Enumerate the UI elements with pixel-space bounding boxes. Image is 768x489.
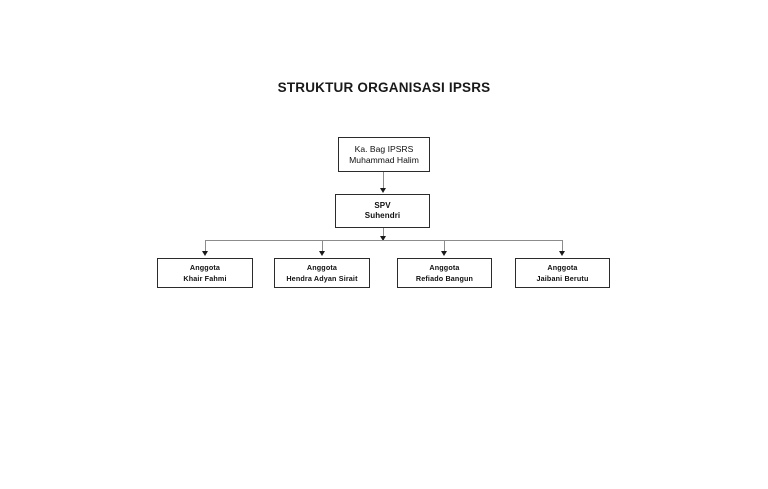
org-node-kabag[interactable]: Ka. Bag IPSRS Muhammad Halim (338, 137, 430, 172)
arrowhead-spv-to-bar (380, 236, 386, 241)
connector-bar-to-member-1 (205, 240, 206, 253)
org-node-role: Anggota (189, 263, 221, 273)
org-node-spv[interactable]: SPV Suhendri (335, 194, 430, 228)
arrowhead-member-3 (441, 251, 447, 256)
connector-bar-to-member-3 (444, 240, 445, 253)
page-title: STRUKTUR ORGANISASI IPSRS (277, 80, 491, 95)
arrowhead-member-2 (319, 251, 325, 256)
org-node-name: Khair Fahmi (183, 273, 227, 283)
connector-root-to-spv (383, 172, 384, 189)
org-node-role: SPV (374, 200, 391, 210)
connector-bar-to-member-4 (562, 240, 563, 253)
org-node-role: Anggota (429, 263, 460, 273)
org-node-name: Jaibani Berutu (536, 273, 589, 283)
org-node-role: Anggota (547, 263, 578, 273)
arrowhead-root-to-spv (380, 188, 386, 193)
org-node-role: Ka. Bag IPSRS (354, 143, 414, 154)
org-node-member-4[interactable]: Anggota Jaibani Berutu (515, 258, 610, 288)
org-node-member-1[interactable]: Anggota Khair Fahmi (157, 258, 253, 288)
org-node-role: Anggota (306, 263, 338, 273)
org-node-member-2[interactable]: Anggota Hendra Adyan Sirait (274, 258, 370, 288)
arrowhead-member-4 (559, 251, 565, 256)
org-node-name: Suhendri (364, 211, 401, 220)
arrowhead-member-1 (202, 251, 208, 256)
org-node-name: Hendra Adyan Sirait (286, 273, 358, 283)
connector-distribution-bar (205, 240, 562, 241)
connector-spv-to-bar (383, 228, 384, 240)
connector-bar-to-member-2 (322, 240, 323, 253)
org-node-name: Refiado Bangun (415, 273, 474, 283)
org-node-member-3[interactable]: Anggota Refiado Bangun (397, 258, 492, 288)
org-node-name: Muhammad Halim (349, 154, 419, 165)
